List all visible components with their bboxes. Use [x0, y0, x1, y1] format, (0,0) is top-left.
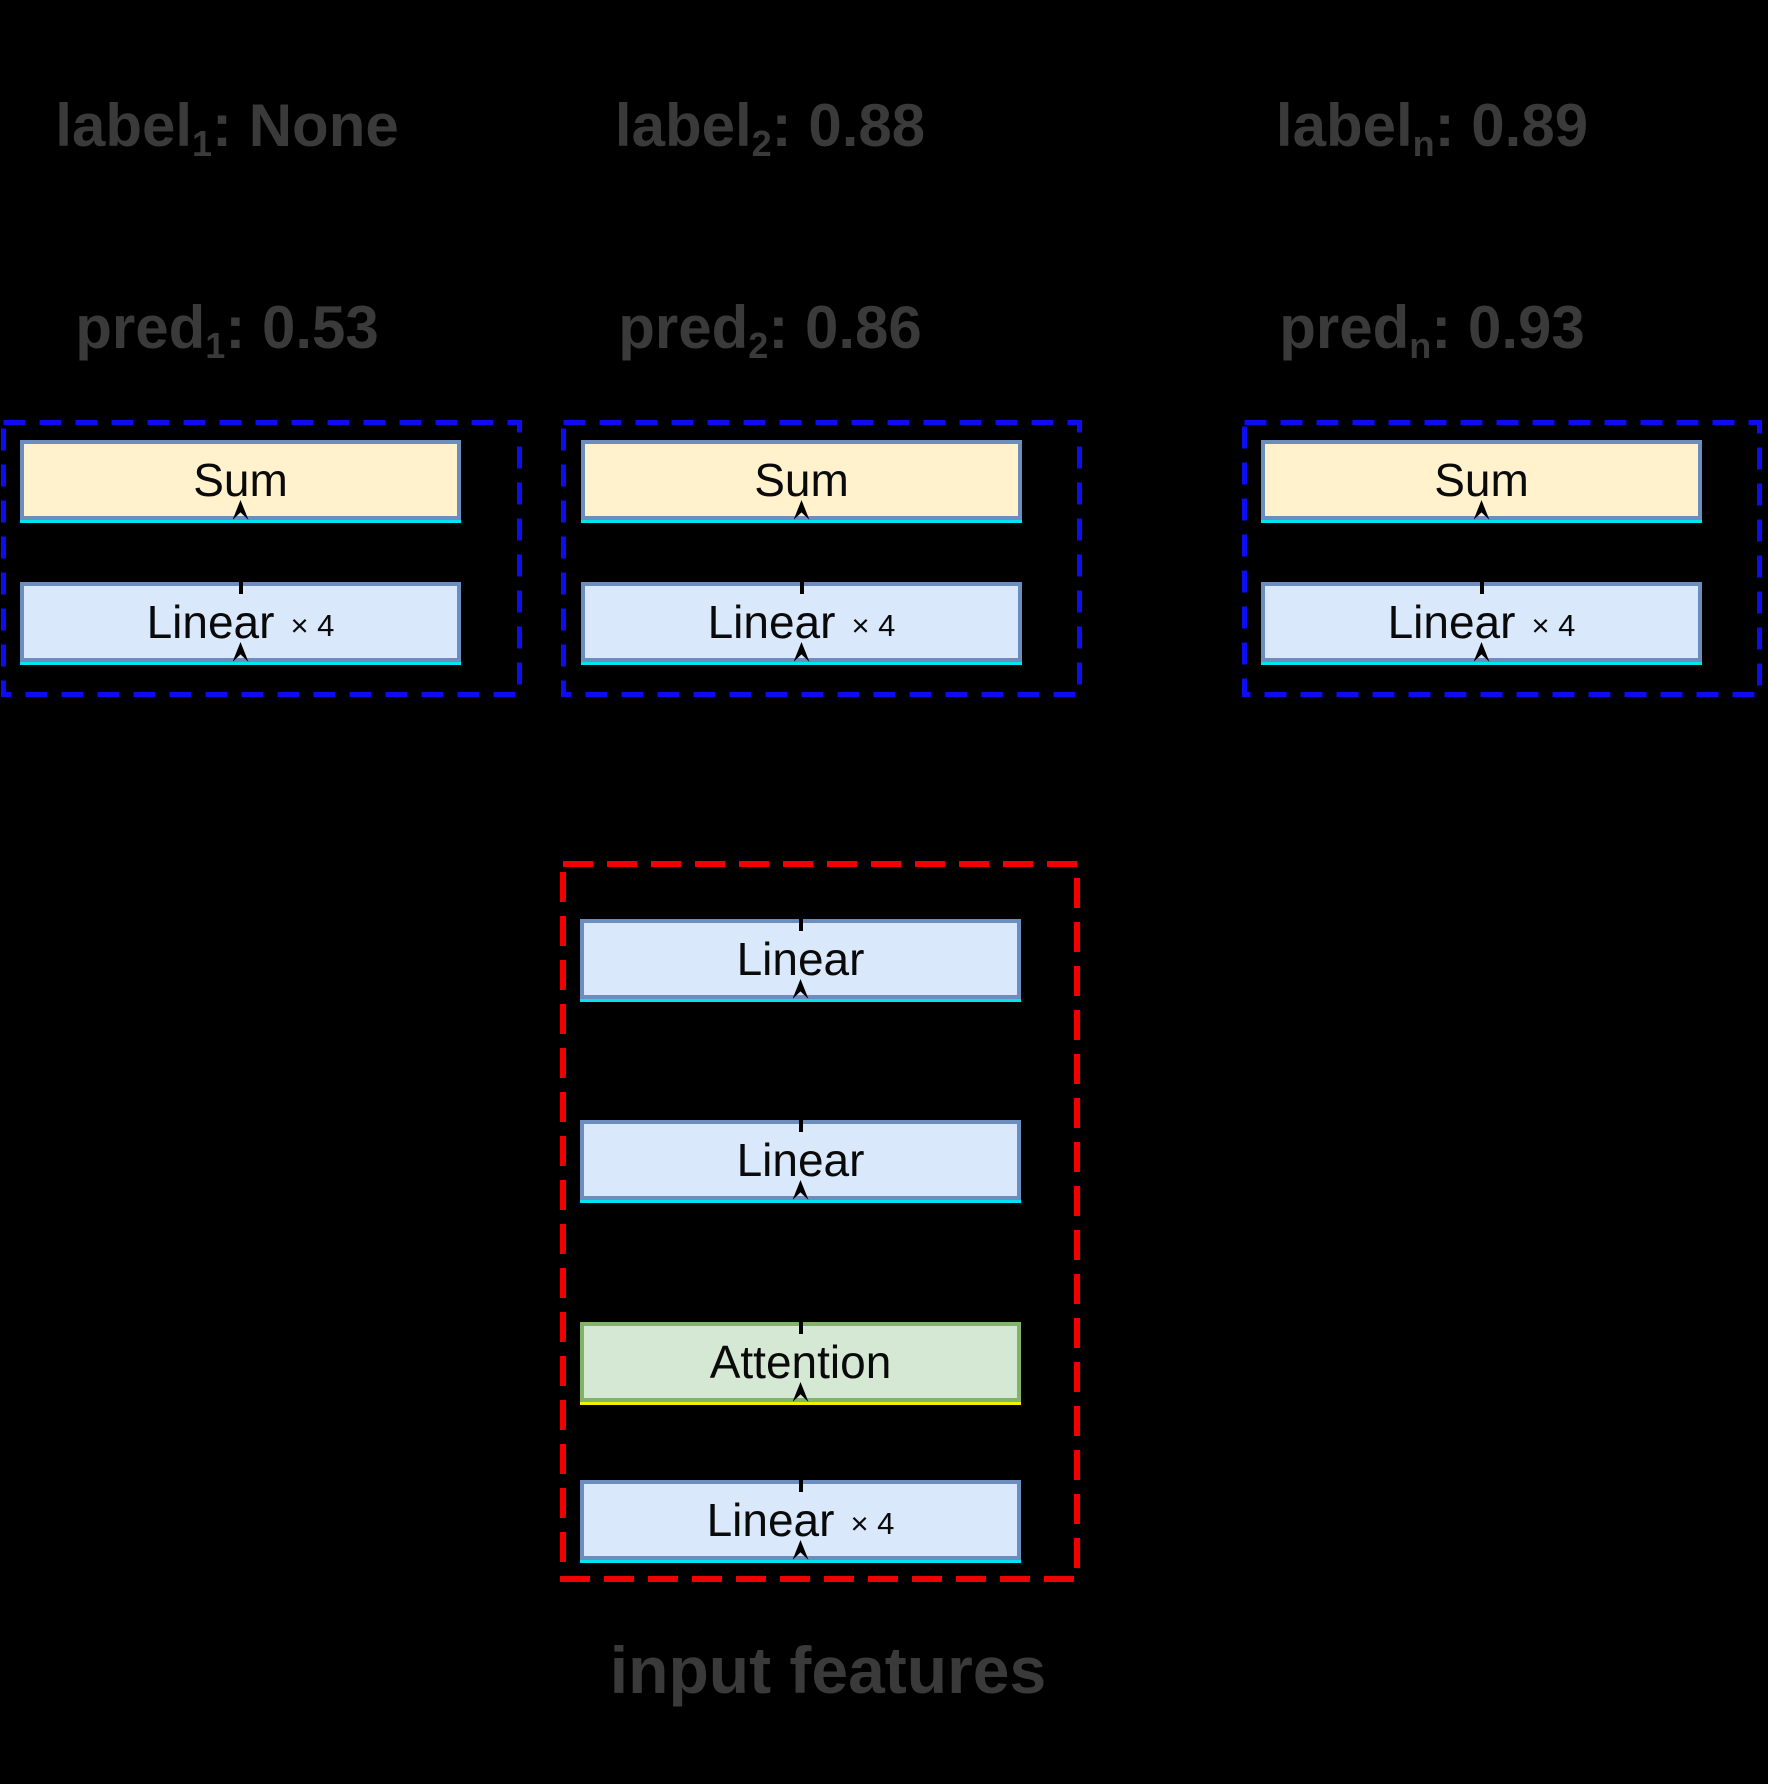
head-2-sum-label: Sum — [754, 454, 849, 506]
pred-2-value: 0.86 — [804, 294, 922, 361]
head-n-linear-mult: × 4 — [1531, 608, 1576, 643]
arrow-stem-tick — [798, 913, 803, 931]
head-n-linear-box: Linear × 4 — [1261, 576, 1702, 662]
pred-1-prefix: pred — [75, 294, 206, 361]
head-n-sum-box: Sum — [1261, 440, 1702, 520]
encoder-linear-top-box: Linear — [580, 913, 1021, 999]
head-2-linear-mult: × 4 — [851, 608, 896, 643]
pred-n-separator: : — [1431, 294, 1468, 361]
label-1-text: label1: None — [55, 92, 398, 178]
head-1-sum-label: Sum — [193, 454, 288, 506]
head-2-sum-box: Sum — [581, 440, 1022, 520]
label-1-value: None — [248, 92, 399, 159]
label-2-text: label2: 0.88 — [615, 92, 925, 178]
label-2-subscript: 2 — [751, 123, 772, 165]
encoder-attention-box: Attention — [580, 1316, 1021, 1402]
head-2-dashed-border — [561, 420, 1082, 697]
head-1-dashed-border — [1, 420, 522, 697]
pred-n-text: predn: 0.93 — [1279, 294, 1584, 380]
pred-n-prefix: pred — [1279, 294, 1410, 361]
head-1-sum-box: Sum — [20, 440, 461, 520]
encoder-linear-mid-box: Linear — [580, 1114, 1021, 1200]
encoder-linear-bottom-box: Linear × 4 — [580, 1474, 1021, 1560]
pred-2-prefix: pred — [618, 294, 749, 361]
head-2-linear-box: Linear × 4 — [581, 576, 1022, 662]
arrow-stem-tick — [798, 1114, 803, 1132]
label-n-value: 0.89 — [1471, 92, 1589, 159]
pred-n-subscript: n — [1409, 325, 1432, 367]
pred-1-value: 0.53 — [261, 294, 379, 361]
head-1-linear-box: Linear × 4 — [20, 576, 461, 662]
head-2-linear-label: Linear — [707, 596, 836, 648]
pred-1-text: pred1: 0.53 — [75, 294, 379, 380]
encoder-linear-bottom-mult: × 4 — [850, 1506, 895, 1541]
pred-2-text: pred2: 0.86 — [618, 294, 922, 380]
pred-1-separator: : — [225, 294, 262, 361]
head-1-linear-mult: × 4 — [290, 608, 335, 643]
arrow-stem-tick — [238, 576, 243, 594]
pred-2-separator: : — [768, 294, 805, 361]
encoder-linear-mid-label: Linear — [736, 1134, 865, 1186]
label-1-separator: : — [212, 92, 249, 159]
pred-n-value: 0.93 — [1467, 294, 1585, 361]
label-2-prefix: label — [614, 92, 752, 159]
encoder-linear-bottom-label: Linear — [706, 1494, 835, 1546]
label-n-subscript: n — [1412, 123, 1435, 165]
head-1-linear-label: Linear — [146, 596, 275, 648]
head-n-linear-label: Linear — [1387, 596, 1516, 648]
caption-input-features: input features — [609, 1633, 1047, 1707]
label-n-prefix: label — [1275, 92, 1413, 159]
arrow-stem-tick — [798, 1316, 803, 1334]
label-1-subscript: 1 — [192, 123, 213, 165]
head-n-sum-label: Sum — [1434, 454, 1529, 506]
arrow-stem-tick — [1479, 576, 1484, 594]
arrow-stem-tick — [798, 1474, 803, 1492]
encoder-attention-label: Attention — [709, 1336, 892, 1388]
encoder-linear-top-label: Linear — [736, 933, 865, 985]
pred-1-subscript: 1 — [205, 325, 226, 367]
label-1-prefix: label — [55, 92, 193, 159]
pred-2-subscript: 2 — [748, 325, 769, 367]
head-n-dashed-border — [1242, 420, 1762, 697]
arrow-stem-tick — [799, 576, 804, 594]
label-n-text: labeln: 0.89 — [1276, 92, 1588, 178]
label-2-value: 0.88 — [808, 92, 926, 159]
label-n-separator: : — [1434, 92, 1472, 159]
label-2-separator: : — [771, 92, 809, 159]
